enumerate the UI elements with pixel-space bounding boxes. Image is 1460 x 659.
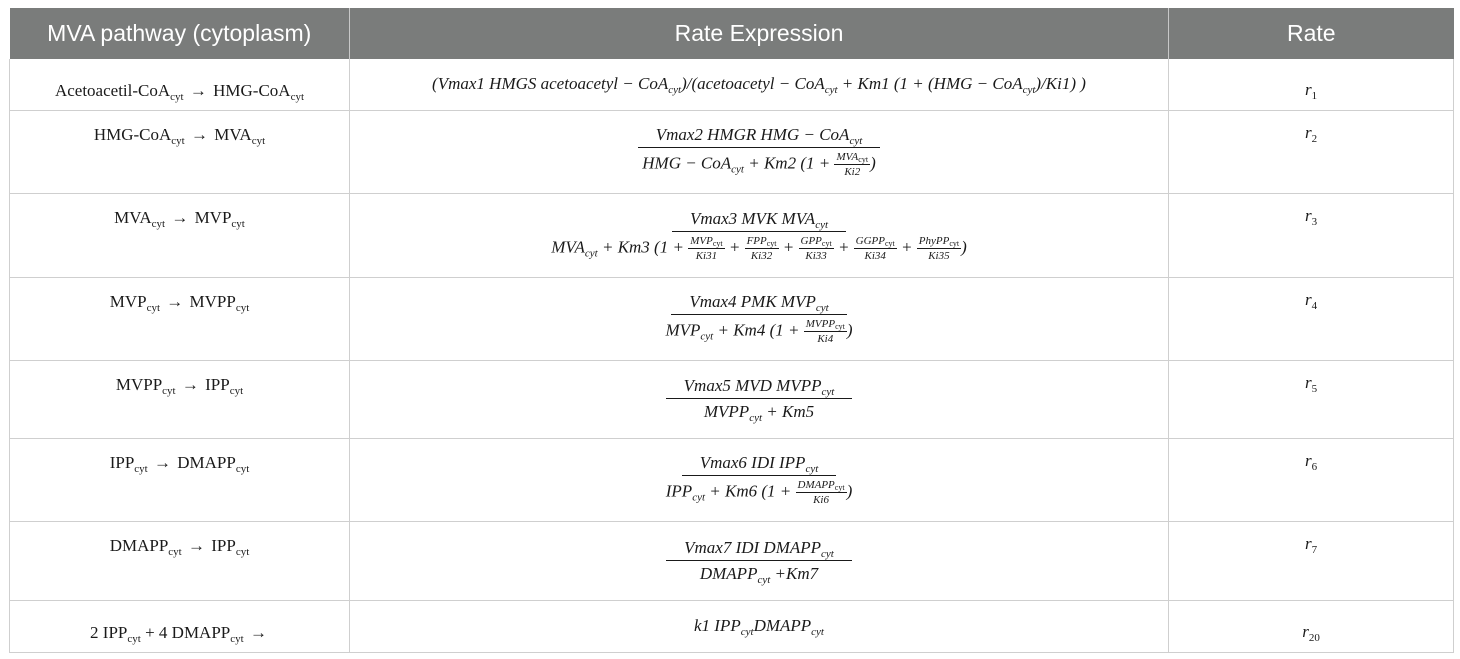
rate-cell: r5 [1168,360,1454,439]
expression-cell: Vmax5 MVD MVPPcyt MVPPcyt + Km5 [349,360,1169,439]
reaction-cell: IPPcyt → DMAPPcyt [9,438,350,522]
rate-expression-table: MVA pathway (cytoplasm) Rate Expression … [9,8,1454,653]
table-row: DMAPPcyt → IPPcyt Vmax7 IDI DMAPPcyt DMA… [9,521,1454,601]
table-row: Acetoacetil-CoAcyt → HMG-CoAcyt (Vmax1 H… [9,59,1454,111]
rate-cell: r2 [1168,110,1454,194]
expression-cell: (Vmax1 HMGS acetoacetyl − CoAcyt)/(aceto… [349,59,1169,111]
reaction-cell: HMG-CoAcyt → MVAcyt [9,110,350,194]
rate-fraction: Vmax7 IDI DMAPPcyt DMAPPcyt +Km7 [666,538,852,585]
expression-cell: Vmax4 PMK MVPcyt MVPcyt + Km4 (1 + MVPPc… [349,277,1169,361]
header-rate-expression: Rate Expression [349,8,1169,59]
header-rate: Rate [1168,8,1454,59]
rate-fraction: Vmax5 MVD MVPPcyt MVPPcyt + Km5 [665,376,853,424]
table-header-row: MVA pathway (cytoplasm) Rate Expression … [9,8,1454,59]
expression-cell: Vmax3 MVK MVAcyt MVAcyt + Km3 (1 + MVPcy… [349,193,1169,278]
rate-fraction: Vmax6 IDI IPPcyt IPPcyt + Km6 (1 + DMAPP… [665,453,853,506]
table-row: MVAcyt → MVPcyt Vmax3 MVK MVAcyt MVAcyt … [9,193,1454,278]
rate-cell: r7 [1168,521,1454,601]
reaction-cell: MVAcyt → MVPcyt [9,193,350,278]
rate-fraction: Vmax4 PMK MVPcyt MVPcyt + Km4 (1 + MVPPc… [665,292,853,345]
rate-cell: r1 [1168,59,1454,111]
table-row: IPPcyt → DMAPPcyt Vmax6 IDI IPPcyt IPPcy… [9,438,1454,522]
rate-fraction: Vmax2 HMGR HMG − CoAcyt HMG − CoAcyt + K… [624,125,893,178]
header-pathway: MVA pathway (cytoplasm) [9,8,350,59]
expression-cell: Vmax7 IDI DMAPPcyt DMAPPcyt +Km7 [349,521,1169,601]
reaction-cell: Acetoacetil-CoAcyt → HMG-CoAcyt [9,59,350,111]
expression-cell: Vmax6 IDI IPPcyt IPPcyt + Km6 (1 + DMAPP… [349,438,1169,522]
rate-cell: r20 [1168,600,1454,653]
reaction-cell: MVPPcyt → IPPcyt [9,360,350,439]
expression-cell: Vmax2 HMGR HMG − CoAcyt HMG − CoAcyt + K… [349,110,1169,194]
table-row: HMG-CoAcyt → MVAcyt Vmax2 HMGR HMG − CoA… [9,110,1454,194]
reaction-cell: 2 IPPcyt + 4 DMAPPcyt → [9,600,350,653]
table-row: 2 IPPcyt + 4 DMAPPcyt → k1 IPPcytDMAPPcy… [9,600,1454,653]
table-row: MVPPcyt → IPPcyt Vmax5 MVD MVPPcyt MVPPc… [9,360,1454,439]
rate-cell: r6 [1168,438,1454,522]
reaction-cell: DMAPPcyt → IPPcyt [9,521,350,601]
rate-fraction: Vmax3 MVK MVAcyt MVAcyt + Km3 (1 + MVPcy… [551,208,967,262]
rate-cell: r4 [1168,277,1454,361]
rate-cell: r3 [1168,193,1454,278]
expression-cell: k1 IPPcytDMAPPcyt [349,600,1169,653]
reaction-cell: MVPcyt → MVPPcyt [9,277,350,361]
table-row: MVPcyt → MVPPcyt Vmax4 PMK MVPcyt MVPcyt… [9,277,1454,361]
